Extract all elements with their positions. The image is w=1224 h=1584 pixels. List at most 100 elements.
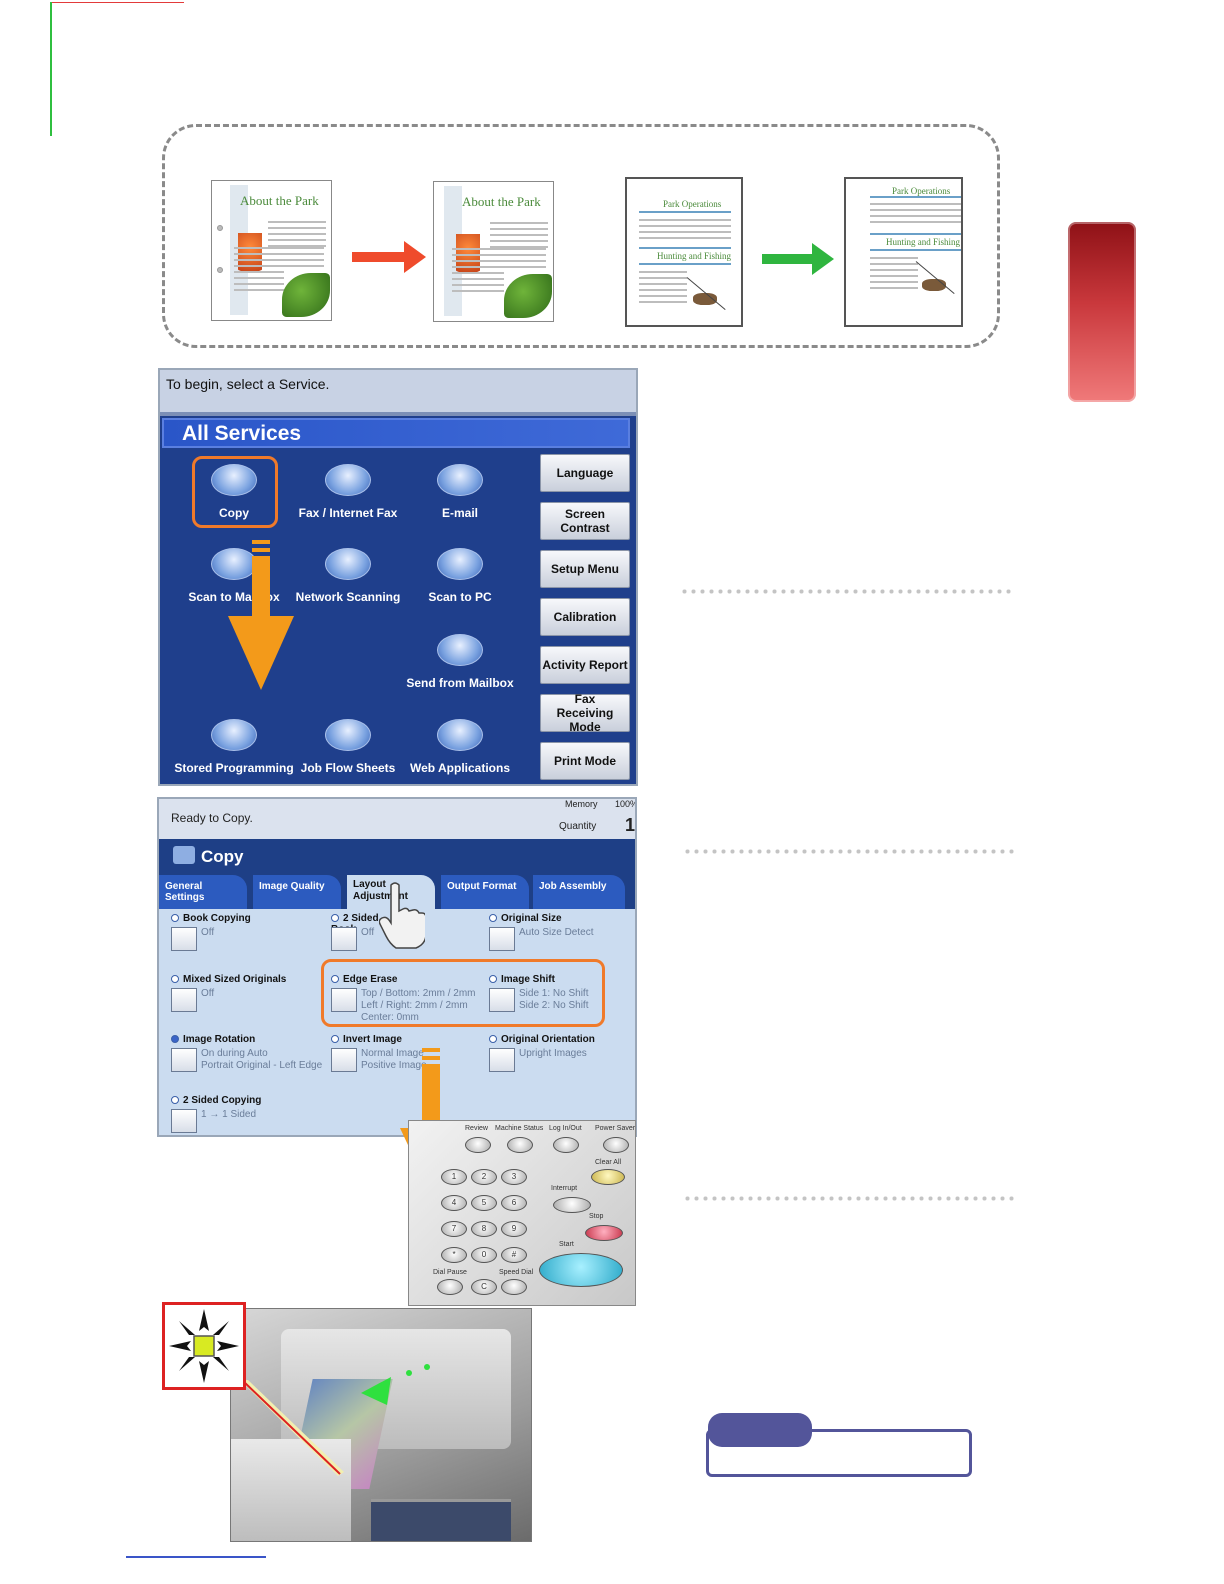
option-value: 1 → 1 Sided (201, 1109, 257, 1120)
setup-menu-button[interactable]: Setup Menu (540, 550, 630, 588)
service-stored-programming[interactable]: Stored Programming (174, 719, 294, 775)
option-image-shift[interactable]: Image Shift Side 1: No Shift Side 2: No … (489, 974, 629, 1014)
all-services-screen: To begin, select a Service. All Services… (158, 368, 638, 786)
example-result-shifted: Park Operations Hunting and Fishing (844, 177, 963, 327)
activity-report-button[interactable]: Activity Report (540, 646, 630, 684)
print-mode-button[interactable]: Print Mode (540, 742, 630, 780)
option-button[interactable] (489, 1048, 515, 1072)
radio-icon (331, 914, 339, 922)
option-original-size[interactable]: Original Size Auto Size Detect (489, 913, 629, 953)
web-applications-icon (437, 719, 483, 751)
option-invert-image[interactable]: Invert Image Normal Image Positive Image (331, 1034, 481, 1076)
power-saver-button[interactable] (603, 1137, 629, 1153)
shift-side-1: Side 1: No Shift (519, 988, 589, 999)
radio-icon (171, 975, 179, 983)
tab-job-assembly[interactable]: Job Assembly (533, 875, 625, 909)
speed-dial-label: Speed Dial (499, 1269, 534, 1276)
option-button[interactable] (489, 988, 515, 1012)
radio-icon (489, 914, 497, 922)
indicator-callout (162, 1302, 246, 1390)
option-button[interactable] (171, 1109, 197, 1133)
edge-top-bottom: Top / Bottom: 2mm / 2mm (361, 988, 476, 999)
option-button[interactable] (171, 988, 197, 1012)
service-web-applications[interactable]: Web Applications (400, 719, 520, 775)
option-button[interactable] (331, 1048, 357, 1072)
key-clear[interactable]: C (471, 1279, 497, 1295)
key-6[interactable]: 6 (501, 1195, 527, 1211)
service-scan-to-pc[interactable]: Scan to PC (400, 548, 520, 604)
key-star[interactable]: * (441, 1247, 467, 1263)
option-original-orientation[interactable]: Original Orientation Upright Images (489, 1034, 629, 1074)
insert-arrow-icon (361, 1364, 430, 1405)
key-4[interactable]: 4 (441, 1195, 467, 1211)
service-network-scanning[interactable]: Network Scanning (288, 548, 408, 604)
example-original-bordered: Park Operations Hunting and Fishing (625, 177, 743, 327)
service-label: Scan to PC (428, 590, 492, 604)
review-label: Review (465, 1125, 488, 1132)
option-edge-erase[interactable]: Edge Erase Top / Bottom: 2mm / 2mm Left … (331, 974, 481, 1028)
service-fax[interactable]: Fax / Internet Fax (288, 464, 408, 520)
key-3[interactable]: 3 (501, 1169, 527, 1185)
fax-receiving-mode-button[interactable]: Fax Receiving Mode (540, 692, 630, 734)
option-image-rotation[interactable]: Image Rotation On during Auto Portrait O… (171, 1034, 322, 1076)
tab-output-format[interactable]: Output Format (441, 875, 529, 909)
example-original-punched: About the Park (211, 180, 332, 321)
fax-icon (325, 464, 371, 496)
option-value: Side 1: No Shift Side 2: No Shift (519, 988, 588, 1012)
service-copy[interactable]: Copy (174, 464, 294, 520)
screen-header: To begin, select a Service. (160, 370, 636, 412)
service-job-flow-sheets[interactable]: Job Flow Sheets (288, 719, 408, 775)
email-icon (437, 464, 483, 496)
calibration-button[interactable]: Calibration (540, 598, 630, 636)
tab-general-settings[interactable]: General Settings (159, 875, 247, 909)
option-2-sided-copying[interactable]: 2 Sided Copying 1 → 1 Sided (171, 1095, 321, 1135)
option-mixed-sized-originals[interactable]: Mixed Sized Originals Off (171, 974, 321, 1014)
option-label: Invert Image (343, 1034, 402, 1045)
option-button[interactable] (489, 927, 515, 951)
option-label: Mixed Sized Originals (183, 974, 287, 985)
option-button[interactable] (171, 927, 197, 951)
interrupt-button[interactable] (553, 1197, 591, 1213)
option-button[interactable] (171, 1048, 197, 1072)
clear-all-button[interactable] (591, 1169, 625, 1185)
key-8[interactable]: 8 (471, 1221, 497, 1237)
language-button[interactable]: Language (540, 454, 630, 492)
edge-center: Center: 0mm (361, 1012, 419, 1023)
key-7[interactable]: 7 (441, 1221, 467, 1237)
option-label: 2 Sided Copying (183, 1095, 262, 1106)
option-book-copying[interactable]: Book Copying Off (171, 913, 311, 953)
service-send-from-mailbox[interactable]: Send from Mailbox (400, 634, 520, 690)
service-label: Fax / Internet Fax (298, 506, 398, 520)
key-9[interactable]: 9 (501, 1221, 527, 1237)
option-label: Image Shift (501, 974, 555, 985)
option-button[interactable] (331, 927, 357, 951)
heading-rule (639, 263, 731, 265)
option-button[interactable] (331, 988, 357, 1012)
start-button[interactable] (539, 1253, 623, 1287)
text-lines (452, 244, 546, 296)
option-label: Original Orientation (501, 1034, 595, 1045)
screen-contrast-button[interactable]: Screen Contrast (540, 502, 630, 540)
quantity-label: Quantity (559, 821, 597, 832)
header-band (160, 412, 636, 416)
key-2[interactable]: 2 (471, 1169, 497, 1185)
copy-layout-screen: Ready to Copy. Memory 100% Quantity 1 Co… (157, 797, 637, 1137)
service-label: Network Scanning (295, 590, 401, 604)
key-1[interactable]: 1 (441, 1169, 467, 1185)
tab-image-quality[interactable]: Image Quality (253, 875, 341, 909)
divider (680, 589, 1014, 594)
service-email[interactable]: E-mail (400, 464, 520, 520)
machine-status-button[interactable] (507, 1137, 533, 1153)
stop-button[interactable] (585, 1225, 623, 1241)
key-hash[interactable]: # (501, 1247, 527, 1263)
key-0[interactable]: 0 (471, 1247, 497, 1263)
review-button[interactable] (465, 1137, 491, 1153)
option-2-sided-book[interactable]: 2 Sided Book Off (331, 913, 381, 953)
login-logout-button[interactable] (553, 1137, 579, 1153)
key-5[interactable]: 5 (471, 1195, 497, 1211)
option-value: Off (361, 927, 375, 938)
quantity-value: 1 (625, 815, 636, 835)
dial-pause-label: Dial Pause (433, 1269, 467, 1276)
dial-pause-button[interactable] (437, 1279, 463, 1295)
speed-dial-button[interactable] (501, 1279, 527, 1295)
